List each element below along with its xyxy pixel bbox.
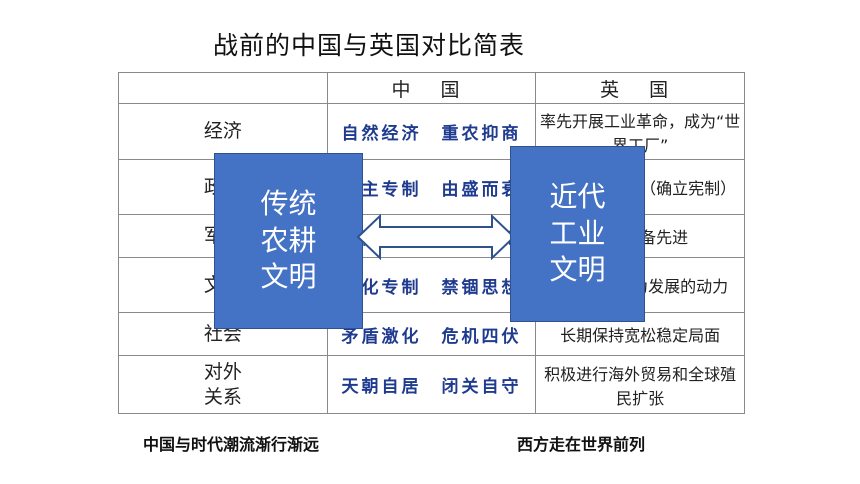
china-cell: 自然经济 重农抑商 bbox=[326, 103, 537, 160]
footer-left-caption: 中国与时代潮流渐行渐远 bbox=[143, 435, 320, 454]
box-line: 工业 bbox=[549, 216, 606, 250]
traditional-civilization-box: 传统 农耕 文明 bbox=[214, 153, 363, 329]
modern-civilization-box: 近代 工业 文明 bbox=[510, 146, 645, 322]
table-row: 社会 矛盾激化 危机四伏 长期保持宽松稳定局面 bbox=[118, 312, 745, 356]
page-title: 战前的中国与英国对比简表 bbox=[213, 31, 526, 60]
row-label: 对外 关系 bbox=[118, 355, 328, 414]
table-row: 文化 文化专制 禁锢思想 启蒙思想成为发展的动力 bbox=[118, 257, 745, 313]
table-row: 经济 自然经济 重农抑商 率先开展工业革命，成为“世界工厂” bbox=[118, 103, 745, 160]
box-line: 传统 bbox=[260, 187, 317, 221]
footer-right-caption: 西方走在世界前列 bbox=[517, 435, 646, 454]
box-line: 近代 bbox=[549, 180, 606, 214]
table-row: 对外 关系 天朝自居 闭关自守 积极进行海外贸易和全球殖民扩张 bbox=[118, 355, 745, 414]
box-line: 农耕 bbox=[260, 223, 317, 257]
table-header-row: 中 国 英 国 bbox=[118, 72, 745, 104]
header-china: 中 国 bbox=[326, 72, 537, 104]
box-line: 文明 bbox=[260, 260, 317, 294]
box-line: 文明 bbox=[549, 253, 606, 287]
header-blank-cell bbox=[118, 72, 328, 104]
britain-cell: 积极进行海外贸易和全球殖民扩张 bbox=[535, 355, 745, 414]
double-arrow-icon bbox=[356, 214, 516, 260]
header-britain: 英 国 bbox=[535, 72, 745, 104]
china-cell: 天朝自居 闭关自守 bbox=[326, 355, 537, 414]
table-row: 政治 君主专制 由盛而衰 资产阶级统治（确立宪制） bbox=[118, 159, 745, 215]
row-label: 经济 bbox=[118, 103, 328, 160]
